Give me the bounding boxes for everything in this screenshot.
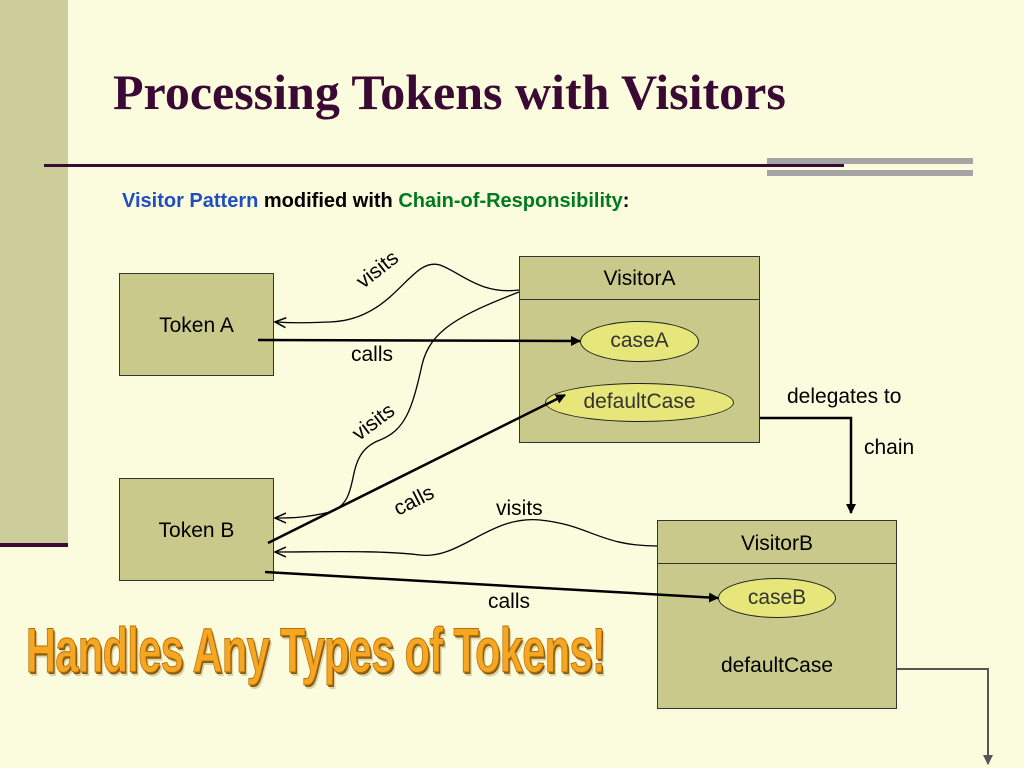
arrow-token-b-calls-defaultcase (267, 393, 566, 545)
visitor-b-divider (658, 563, 896, 564)
label-visits-token-b: visits (496, 497, 543, 520)
token-b-label: Token B (158, 519, 235, 542)
visitor-a-casea: caseA (580, 321, 699, 362)
subtitle-colon: : (622, 190, 630, 212)
subtitle-visitor-pattern: Visitor Pattern (122, 190, 259, 212)
visitor-a-defaultcase: defaultCase (545, 383, 734, 422)
arrow-token-b-calls-caseb (264, 570, 719, 603)
visitor-a-name: VisitorA (603, 267, 676, 290)
visitor-b-caseb: caseB (718, 578, 836, 618)
decor-bar-top (767, 158, 973, 164)
token-b-box: Token B (119, 478, 274, 581)
slide-subtitle: Visitor Pattern modified with Chain-of-R… (122, 190, 629, 213)
token-a-box: Token A (119, 273, 274, 376)
label-chain: chain (864, 436, 915, 459)
label-calls-token-a: calls (351, 343, 394, 366)
label-calls-caseb: calls (488, 590, 531, 613)
arrow-visitorb-visits-token-b (276, 519, 658, 556)
visitor-a-divider (520, 299, 759, 300)
subtitle-modified-with: modified with (258, 190, 399, 212)
arrow-visitora-visits-token-a (276, 263, 520, 323)
arrow-token-a-calls-casea (257, 335, 581, 346)
arrow-visitorb-continues-chain (897, 668, 993, 765)
label-delegates-to: delegates to (787, 385, 902, 408)
visitor-b-defaultcase: defaultCase (720, 654, 834, 677)
subtitle-chain-of-responsibility: Chain-of-Responsibility (398, 190, 623, 212)
decor-bar-bottom (767, 170, 973, 176)
wordart-banner: Handles Any Types of Tokens! (26, 616, 606, 687)
left-decor-band-foot (0, 543, 68, 547)
visitor-b-name: VisitorB (741, 532, 813, 555)
slide-title: Processing Tokens with Visitors (113, 64, 786, 120)
title-underline (44, 164, 844, 167)
left-decor-band (0, 0, 68, 545)
token-a-label: Token A (159, 314, 234, 337)
arrow-visitora-visits-token-b (276, 291, 520, 518)
arrow-delegates-to-chain (760, 416, 856, 514)
